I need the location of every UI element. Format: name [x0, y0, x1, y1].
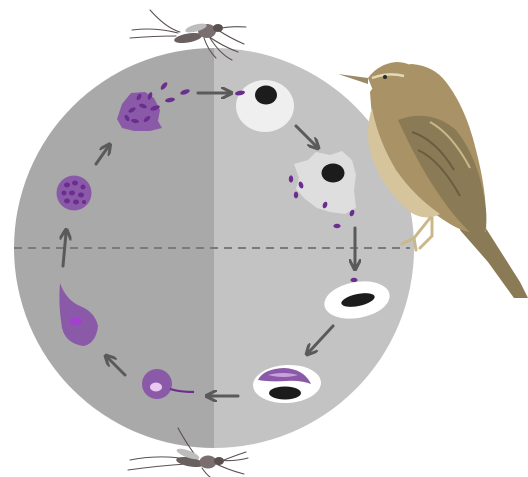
bird-beak — [338, 74, 368, 84]
oocyst-stage — [57, 176, 92, 211]
cell-nucleus — [322, 164, 345, 183]
cell-nucleus — [255, 86, 277, 105]
bird-eye — [383, 75, 387, 79]
vector-half — [0, 40, 214, 460]
erythrocyte-nucleus — [269, 387, 301, 400]
merozoite-entering — [351, 278, 358, 282]
